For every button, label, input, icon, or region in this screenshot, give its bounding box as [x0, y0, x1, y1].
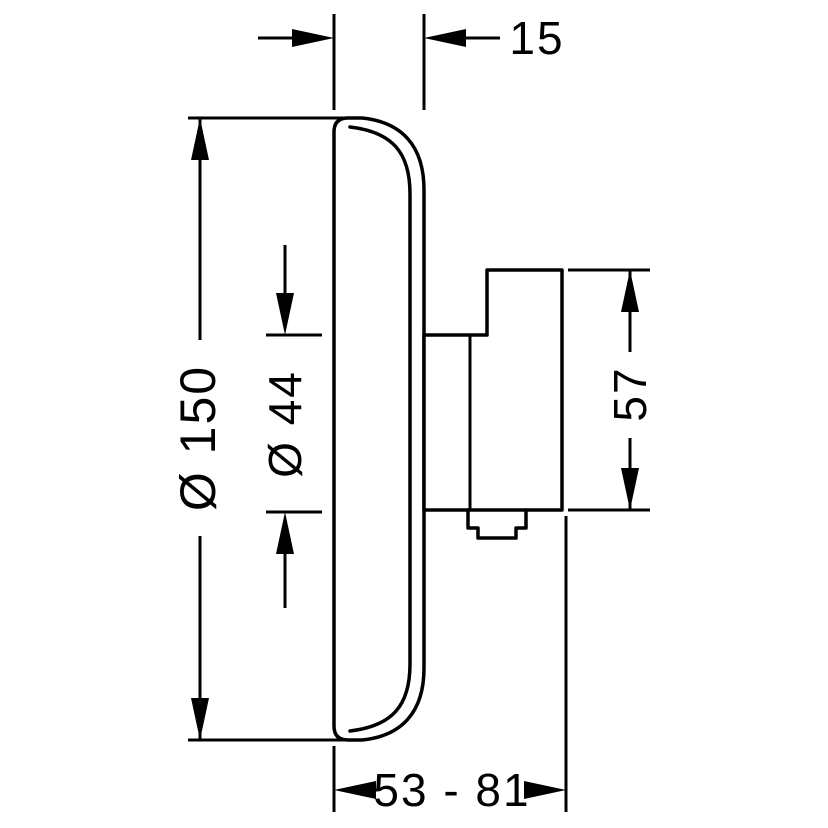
dimension-label-plate-diameter: Ø 150 — [170, 365, 226, 511]
arrowhead-left-icon — [334, 781, 376, 799]
arrowhead-left-icon — [424, 29, 466, 47]
dimension-label-cartridge-diameter: Ø 44 — [259, 370, 311, 478]
escutcheon-plate-inner-line — [348, 125, 412, 733]
extension-lines — [188, 14, 650, 812]
cartridge-block-outline — [422, 268, 564, 512]
arrowhead-up-icon — [191, 118, 209, 160]
dimension-cartridge-diameter: Ø 44 — [259, 245, 311, 608]
dimension-label-function-block-height: 57 — [604, 366, 656, 421]
arrowhead-down-icon — [276, 293, 294, 335]
escutcheon-plate-outline — [332, 116, 426, 742]
arrowhead-right-icon — [292, 29, 334, 47]
arrowhead-down-icon — [191, 698, 209, 740]
arrowhead-up-icon — [276, 512, 294, 554]
stop-tab-outline — [466, 508, 528, 540]
arrowhead-right-icon — [524, 781, 566, 799]
arrowhead-down-icon — [621, 468, 639, 510]
dimension-plate-diameter: Ø 150 — [170, 118, 226, 740]
fixture-side-view — [332, 116, 564, 742]
dimension-function-block-height: 57 — [604, 270, 656, 510]
dimension-plate-depth: 15 — [258, 12, 564, 64]
dimension-installation-depth: 53 - 81 — [334, 764, 566, 816]
dimension-label-installation-depth: 53 - 81 — [373, 764, 530, 816]
dimension-label-plate-depth: 15 — [509, 12, 564, 64]
arrowhead-up-icon — [621, 270, 639, 312]
